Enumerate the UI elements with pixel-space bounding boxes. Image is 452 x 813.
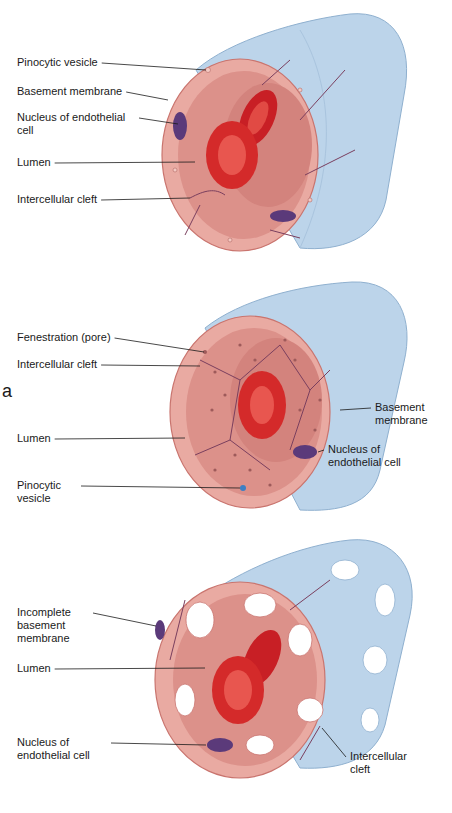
part-label: Fenestration (pore) [17, 331, 111, 344]
leader-line [318, 450, 324, 452]
part-label: Incomplete basement membrane [17, 606, 89, 645]
part-label: Intercellular cleft [17, 358, 97, 371]
leader-line [101, 198, 190, 200]
fenestrated-capillary [170, 282, 407, 510]
leader-line [340, 408, 371, 410]
part-label: Nucleus of endothelial cell [328, 443, 418, 469]
leader-line [81, 486, 240, 488]
part-label: Lumen [17, 662, 51, 675]
leader-line [55, 162, 195, 163]
leader-line [139, 118, 178, 124]
leader-lines [55, 63, 371, 757]
part-label: Lumen [17, 156, 51, 169]
leader-line [101, 365, 200, 366]
leader-line [55, 438, 185, 439]
leader-line [126, 92, 168, 100]
leader-line [111, 743, 206, 745]
part-label: Pinocytic vesicle [17, 479, 77, 505]
part-label: Pinocytic vesicle [17, 56, 98, 69]
continuous-capillary [162, 14, 407, 251]
part-label: Intercellular cleft [17, 193, 97, 206]
leader-line [322, 728, 346, 757]
leader-line [93, 613, 156, 626]
part-label: Basement membrane [17, 85, 122, 98]
part-label: Nucleus of endothelial cell [17, 111, 135, 137]
leader-line [102, 63, 206, 70]
leader-line [115, 338, 204, 352]
sinusoidal-capillary [155, 540, 412, 778]
part-label: Basement membrane [375, 401, 447, 427]
leader-line [55, 668, 205, 669]
part-label: Intercellular cleft [350, 750, 422, 776]
part-label: Nucleus of endothelial cell [17, 736, 107, 762]
part-label: Lumen [17, 432, 51, 445]
part-label: a [2, 381, 12, 401]
